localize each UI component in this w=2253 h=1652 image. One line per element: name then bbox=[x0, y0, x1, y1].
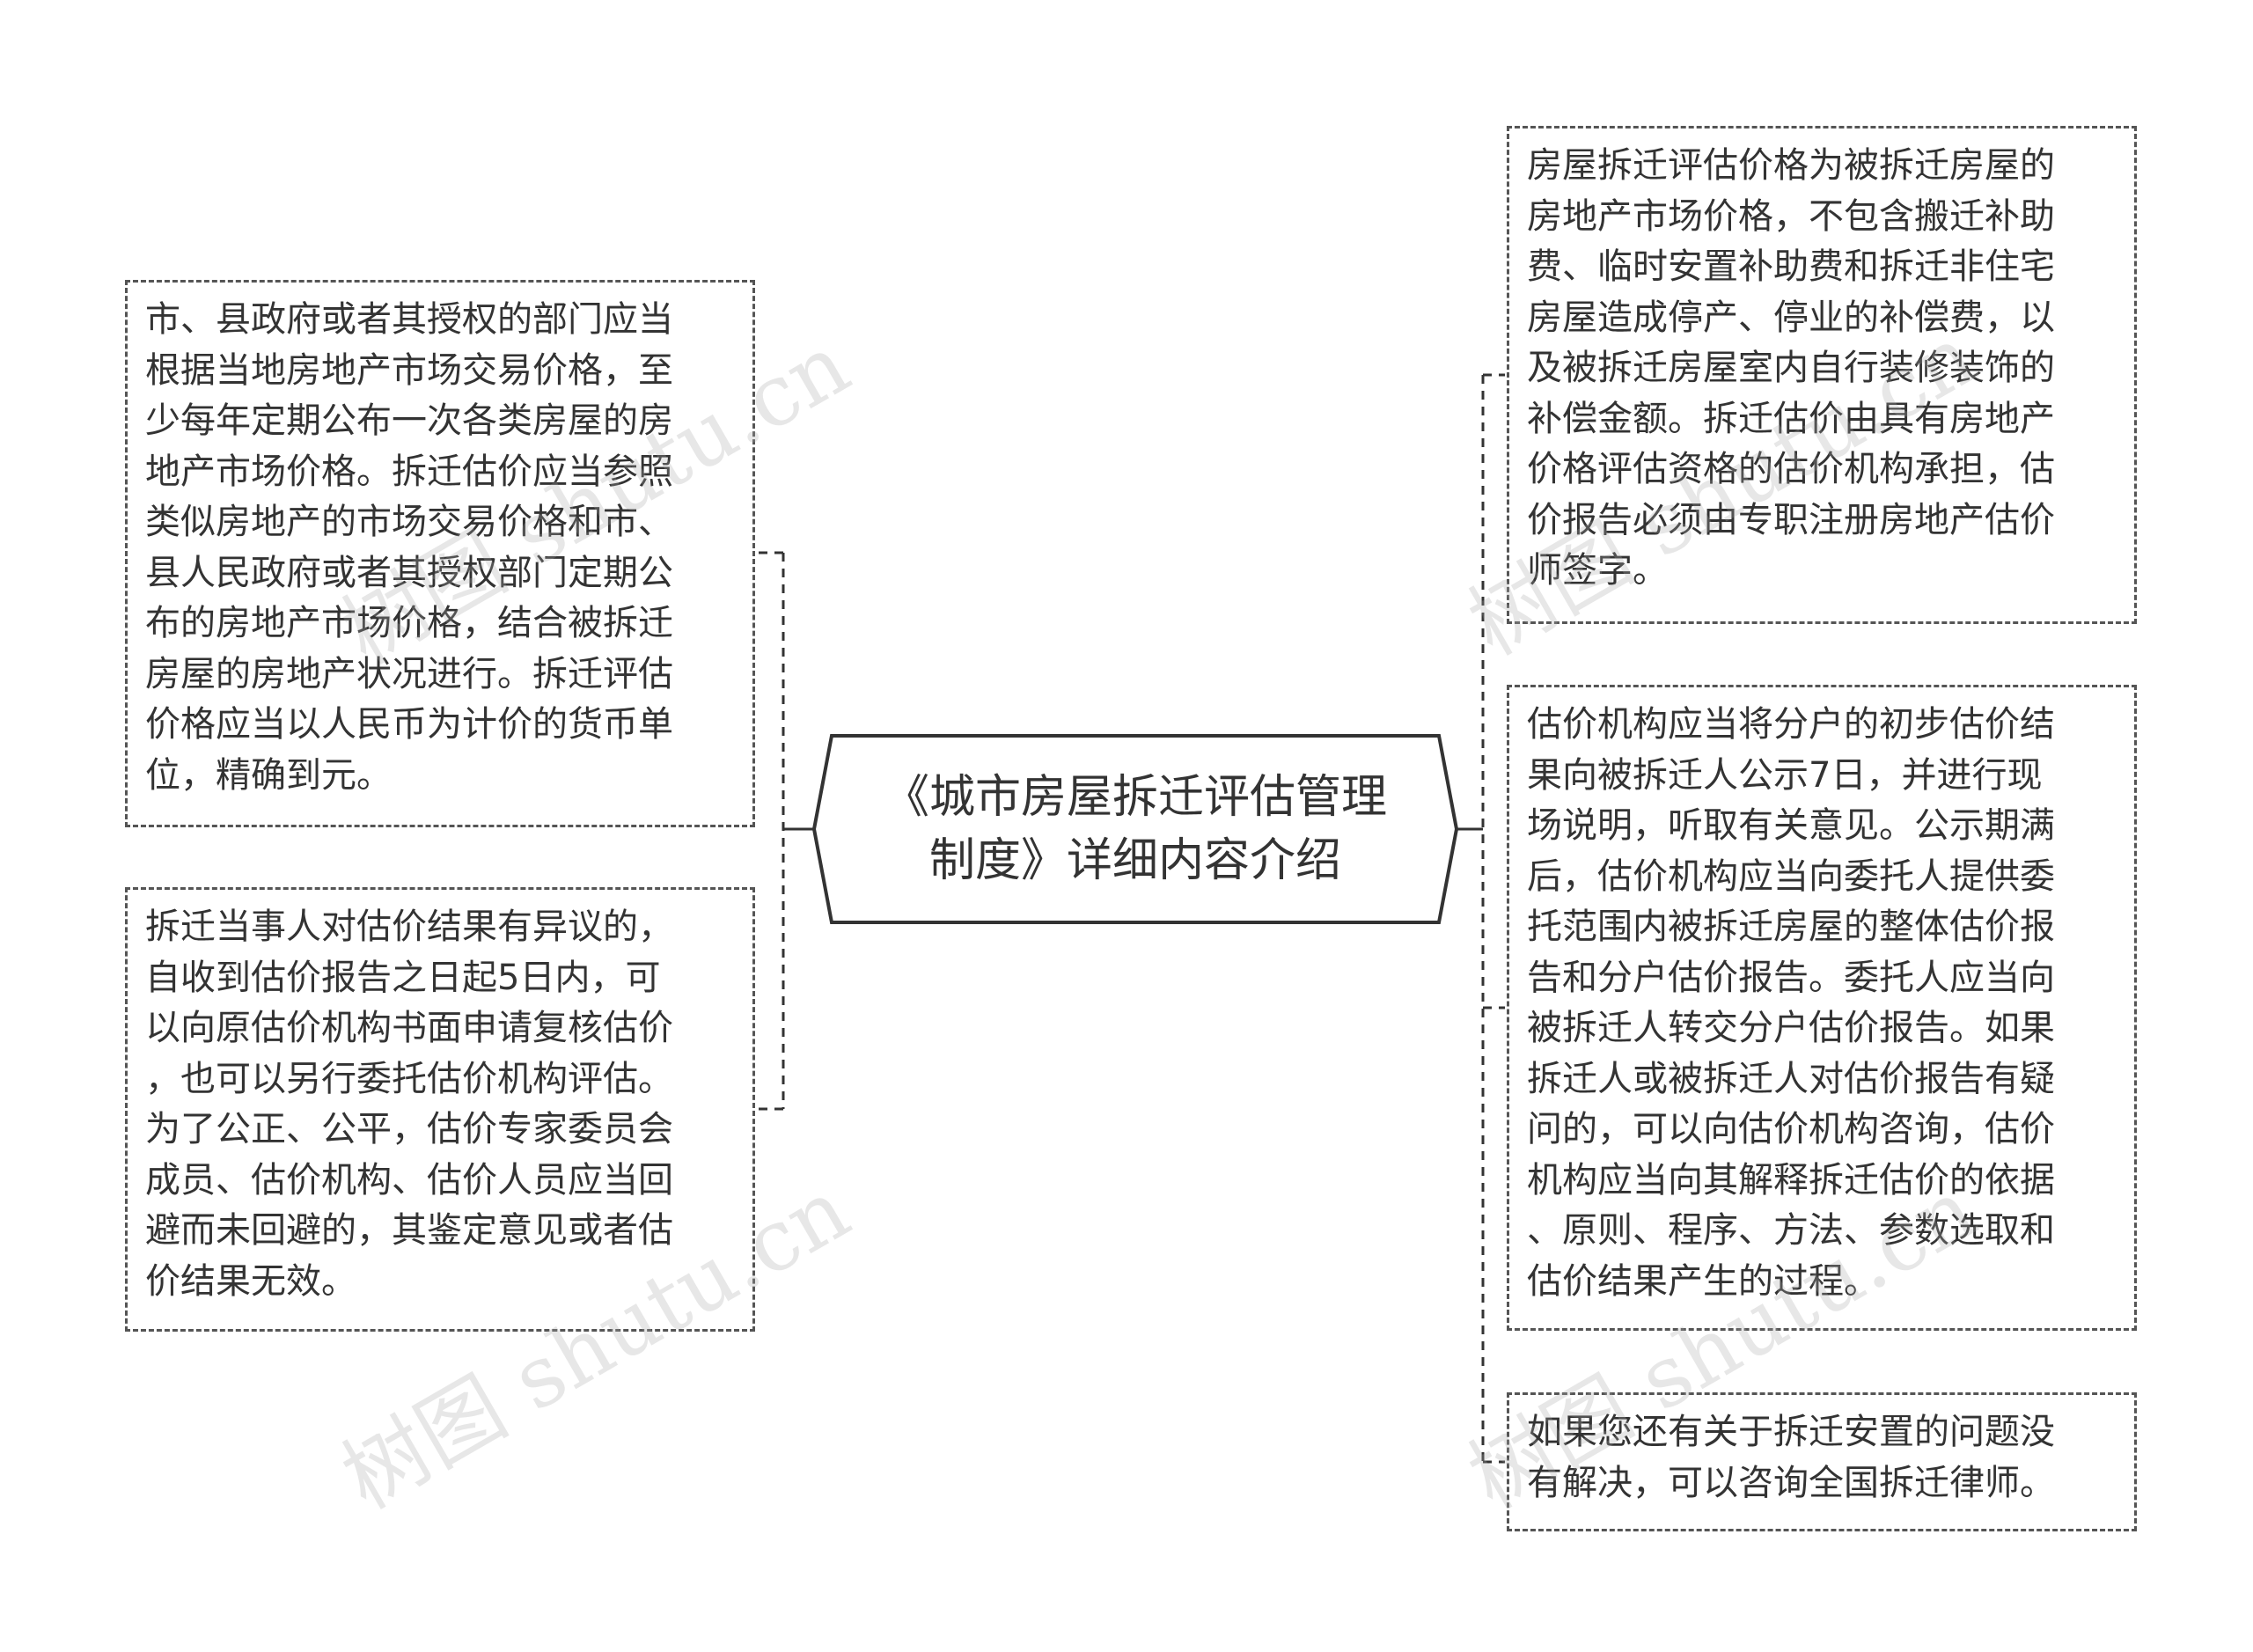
left-node-2[interactable]: 拆迁当事人对估价结果有异议的， 自收到估价报告之日起5日内，可 以向原估价机构书… bbox=[125, 887, 755, 1332]
right-node-3[interactable]: 如果您还有关于拆迁安置的问题没 有解决，可以咨询全国拆迁律师。 bbox=[1507, 1392, 2137, 1531]
left-node-1[interactable]: 市、县政府或者其授权的部门应当 根据当地房地产市场交易价格，至 少每年定期公布一… bbox=[125, 280, 755, 827]
center-node-title[interactable]: 《城市房屋拆迁评估管理 制度》详细内容介绍 bbox=[883, 771, 1387, 887]
right-node-2[interactable]: 估价机构应当将分户的初步估价结 果向被拆迁人公示7日，并进行现 场说明，听取有关… bbox=[1507, 685, 2137, 1331]
right-node-1[interactable]: 房屋拆迁评估价格为被拆迁房屋的 房地产市场价格，不包含搬迁补助 费、临时安置补助… bbox=[1507, 126, 2137, 624]
